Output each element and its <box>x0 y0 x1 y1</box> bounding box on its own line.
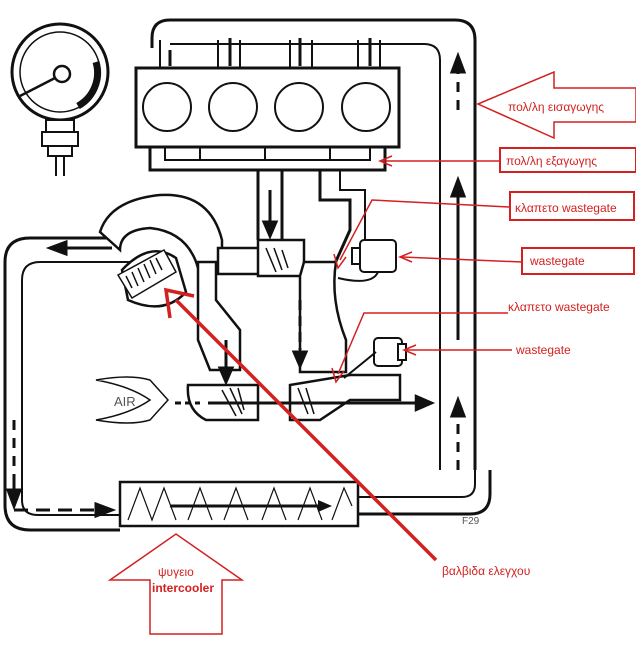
intercooler-callout: ψυγειο intercooler <box>107 533 245 635</box>
intake-manifold-callout: πολ/λη εισαγωγης <box>476 70 636 140</box>
compressor-wheel <box>221 387 245 417</box>
cylinder-4 <box>341 82 391 132</box>
boost-gauge <box>10 22 110 176</box>
charge-air-loop <box>3 236 160 532</box>
wastegate-callout-2: wastegate <box>402 343 571 357</box>
wastegate-valve-label-2: κλαπετο wastegate <box>508 300 610 314</box>
control-valve-callout: βαλβιδα ελεγχου <box>163 287 530 578</box>
exhaust-manifold-label: πολ/λη εξαγωγης <box>506 154 597 168</box>
flow-arrows <box>5 51 467 519</box>
wastegate-valve-callout-2: κλαπετο wastegate <box>331 300 610 384</box>
wastegate-valve-label-1: κλαπετο wastegate <box>515 201 617 215</box>
figure-code: F29 <box>462 516 480 527</box>
control-valve-label: βαλβιδα ελεγχου <box>442 564 530 578</box>
intercooler-outlet-pipe <box>358 470 492 516</box>
intake-manifold-label: πολ/λη εισαγωγης <box>508 100 604 114</box>
intercooler-core <box>118 480 360 528</box>
intake-runners <box>159 38 381 68</box>
wastegate-actuator-2 <box>343 337 407 379</box>
turbine-wheel <box>265 247 315 415</box>
wastegate-label-1: wastegate <box>529 254 585 268</box>
control-valve-actuator <box>116 248 178 300</box>
wastegate-actuator-1 <box>337 239 397 282</box>
cylinder-3 <box>274 82 324 132</box>
air-inlet-arrow: AIR <box>95 376 170 424</box>
intake-pipe-loop <box>150 18 477 470</box>
wastegate-valve-callout-1: κλαπετο wastegate <box>333 191 635 270</box>
intercooler-label-line1: ψυγειο <box>158 565 194 579</box>
cylinder-2 <box>208 82 258 132</box>
intercooler-label-line2: intercooler <box>152 581 214 595</box>
exhaust-manifold-callout: πολ/λη εξαγωγης <box>378 147 636 173</box>
engine-block <box>134 66 401 149</box>
wastegate-label-2: wastegate <box>515 343 571 357</box>
air-label: AIR <box>114 394 136 409</box>
cylinder-1 <box>142 82 192 132</box>
wastegate-callout-1: wastegate <box>398 247 635 275</box>
